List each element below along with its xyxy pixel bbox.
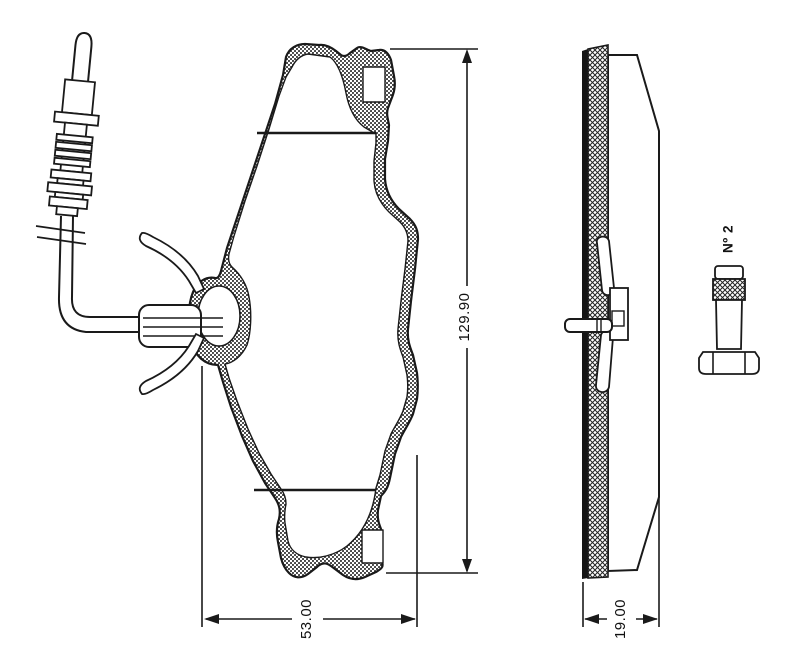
sensor-tube-side [564,318,613,333]
pad-side-view [564,44,660,579]
dimension-width-label: 53.00 [298,599,315,639]
pad-inner-outline [224,53,409,559]
arrowhead-up [462,49,472,63]
bolt-thread-band [712,278,746,301]
backplate-edge-strip [582,49,588,579]
dimension-thickness [582,497,660,627]
connector-rib [53,148,93,161]
connector-bellow [55,205,79,218]
friction-strip [587,44,609,579]
pad-notch-top-right [362,66,386,103]
dimension-height-label: 129.90 [456,293,473,342]
dimension-width [201,366,418,627]
pad-front-view [187,42,420,581]
bolt-hex-head [698,351,760,375]
sensor-clip-upper-arm [138,231,206,295]
sensor-connector-plug [46,32,100,218]
sensor-bracket-inner [611,310,625,327]
bolt-shaft [715,299,743,350]
sensor-cable-inner [70,215,139,318]
connector-body [60,78,96,117]
bolt-tip [714,265,744,280]
connector-rib [55,132,94,145]
bolt-head-facets [712,352,746,374]
arrowhead-left [584,614,599,624]
fitting-bolt [698,265,760,375]
connector-rib [54,140,93,153]
connector-pin [70,32,93,84]
accessory-label: Nº 2 [721,225,736,253]
sensor-lug-opening [197,285,241,347]
arrowhead-right [401,614,416,624]
sensor-tube-lines [143,317,223,337]
sensor-cable-outer [57,215,139,333]
connector-rib [53,156,92,169]
cable-break-marks [35,225,87,245]
wear-sensor-assembly [35,32,223,396]
arrowhead-down [462,559,472,573]
dimension-height [386,48,478,574]
dimension-thickness-label: 19.00 [612,599,629,639]
arrowhead-right [643,614,658,624]
pad-notch-bottom-right [361,529,384,564]
sensor-tube-side-ticks [596,319,602,332]
sensor-clip-lower-arm [138,332,206,396]
pad-outer-outline [187,42,420,581]
arrowhead-left [204,614,219,624]
